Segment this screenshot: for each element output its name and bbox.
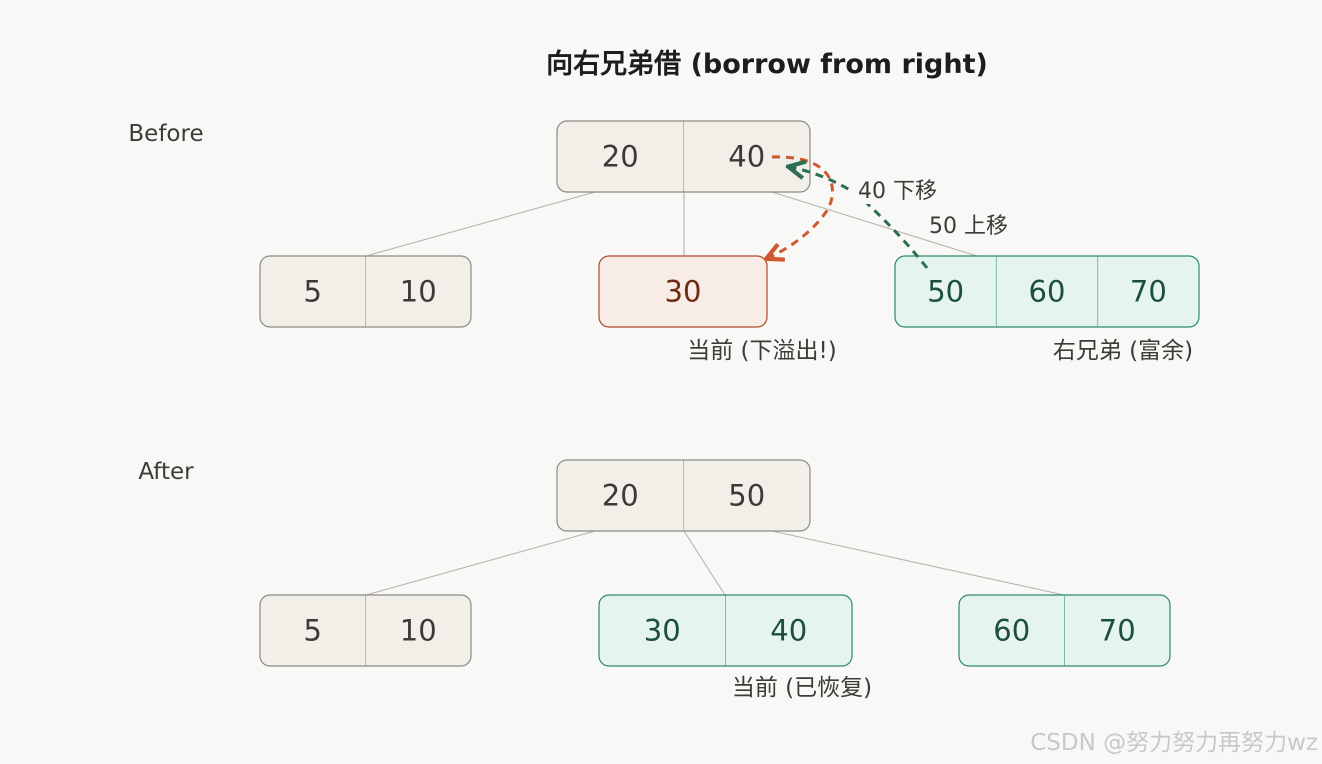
before-root-node-key: 40: [728, 140, 765, 174]
after-child-node-1-key: 30: [644, 614, 681, 648]
watermark: CSDN @努力努力再努力wz: [1030, 730, 1318, 756]
after-root-node-key: 20: [602, 479, 639, 513]
before-child-node-1-key: 30: [665, 275, 702, 309]
before-label: Before: [128, 121, 203, 147]
after-child-node-0: 5 10: [259, 594, 472, 667]
tree-edge: [365, 191, 596, 257]
after-child-node-2-key: 60: [993, 614, 1030, 648]
before-child-node-2-key: 50: [927, 275, 964, 309]
before-root-node-key: 20: [602, 140, 639, 174]
arrow-label-up: 50 上移: [929, 214, 1008, 239]
after-label: After: [138, 459, 194, 485]
after-child-node-1: 30 40: [598, 594, 853, 667]
before-captions: 当前 (下溢出!) 右兄弟 (富余): [687, 338, 1193, 364]
after-root-node-key: 50: [728, 479, 765, 513]
node-caption: 右兄弟 (富余): [1053, 338, 1193, 364]
tree-edge: [683, 530, 726, 596]
arrow-label-bg-down: [849, 176, 949, 204]
after-child-node-2-key: 70: [1099, 614, 1136, 648]
before-child-node-0-key: 10: [400, 275, 437, 309]
before-child-node-2: 50 60 70: [894, 255, 1200, 328]
tree-edge: [771, 530, 1065, 596]
after-child-node-2: 60 70: [958, 594, 1171, 667]
tree-edge: [365, 530, 596, 596]
before-child-node-2-box: [894, 255, 1200, 328]
before-edges: [365, 191, 978, 257]
after-edges: [365, 530, 1065, 596]
arrow-label-down: 40 下移: [858, 179, 937, 204]
before-child-node-0-key: 5: [304, 275, 322, 309]
before-child-node-1: 30: [598, 255, 768, 328]
before-arrows: 40 下移 50 上移: [768, 155, 1008, 269]
after-child-node-0-key: 10: [400, 614, 437, 648]
tree-edge: [771, 191, 978, 257]
after-child-node-0-key: 5: [304, 614, 322, 648]
diagram-title: 向右兄弟借 (borrow from right): [546, 48, 988, 80]
before-child-node-1-box: [598, 255, 768, 328]
before-child-node-0: 5 10: [259, 255, 472, 328]
before-child-node-2-key: 60: [1029, 275, 1066, 309]
node-caption: 当前 (下溢出!): [687, 338, 836, 364]
before-child-node-2-key: 70: [1130, 275, 1167, 309]
after-child-node-1-key: 40: [770, 614, 807, 648]
node-caption: 当前 (已恢复): [732, 675, 872, 701]
after-captions: 当前 (已恢复): [732, 675, 872, 701]
